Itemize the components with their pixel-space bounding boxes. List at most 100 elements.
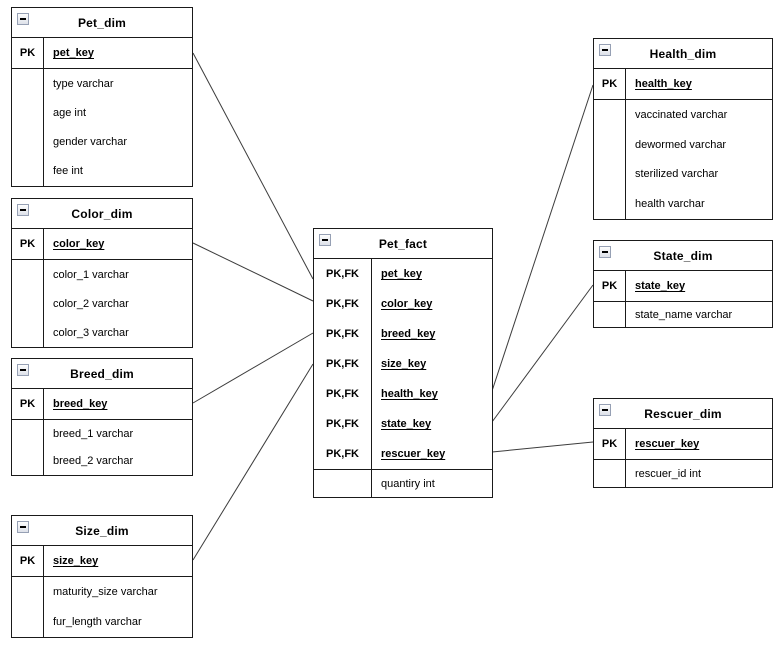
attr-field[interactable]: quantiry int: [381, 477, 435, 490]
key-field[interactable]: state_key: [635, 280, 686, 292]
table-header[interactable]: Pet_fact: [314, 229, 492, 259]
key-section: PK breed_key: [12, 389, 192, 420]
table-header[interactable]: Health_dim: [594, 39, 772, 69]
table-breed-dim[interactable]: Breed_dim PK breed_key breed_1 varchar b…: [11, 358, 193, 476]
key-field[interactable]: pet_key: [381, 268, 422, 280]
minus-glyph: [20, 18, 26, 20]
collapse-icon[interactable]: [599, 44, 611, 56]
collapse-icon[interactable]: [17, 364, 29, 376]
key-field[interactable]: state_key: [381, 418, 432, 430]
collapse-icon[interactable]: [599, 404, 611, 416]
collapse-icon[interactable]: [319, 234, 331, 246]
attr-section: color_1 varchar color_2 varchar color_3 …: [12, 260, 192, 347]
relationship-line-health-dim[interactable]: [491, 84, 594, 392]
attr-field[interactable]: fur_length varchar: [53, 616, 142, 628]
pk-column: PK: [12, 546, 44, 576]
attr-field[interactable]: color_1 varchar: [53, 268, 129, 281]
attr-field[interactable]: state_name varchar: [635, 308, 733, 321]
pk-tag: PK: [19, 555, 36, 567]
key-field[interactable]: size_key: [381, 358, 427, 370]
pk-column-spacer: [314, 470, 372, 497]
attr-field[interactable]: breed_2 varchar: [53, 455, 134, 468]
key-field[interactable]: color_key: [53, 238, 105, 250]
minus-glyph: [602, 251, 608, 253]
table-title: Rescuer_dim: [644, 406, 722, 421]
pk-tag: PK: [601, 438, 618, 450]
minus-glyph: [602, 49, 608, 51]
key-field[interactable]: health_key: [381, 388, 438, 400]
key-field[interactable]: breed_key: [381, 328, 436, 340]
table-header[interactable]: Size_dim: [12, 516, 192, 546]
attr-field[interactable]: health varchar: [635, 198, 705, 211]
key-field[interactable]: breed_key: [53, 398, 108, 410]
attr-section: type varchar age int gender varchar fee …: [12, 69, 192, 186]
table-title: Size_dim: [75, 523, 129, 538]
pk-tag: PK: [601, 280, 618, 292]
table-header[interactable]: Breed_dim: [12, 359, 192, 389]
table-title: Breed_dim: [70, 366, 134, 381]
relationship-line-breed-dim[interactable]: [192, 332, 314, 404]
pk-column: PK: [12, 229, 44, 259]
attr-field[interactable]: gender varchar: [53, 136, 127, 149]
pk-column-spacer: [12, 69, 44, 186]
attr-field[interactable]: rescuer_id int: [635, 467, 702, 480]
key-field[interactable]: color_key: [381, 298, 433, 310]
table-title: State_dim: [653, 248, 713, 263]
table-rescuer-dim[interactable]: Rescuer_dim PK rescuer_key rescuer_id in…: [593, 398, 773, 488]
collapse-icon[interactable]: [17, 13, 29, 25]
relationship-line-rescuer-dim[interactable]: [491, 441, 594, 453]
pk-column: PK: [12, 389, 44, 419]
attr-field[interactable]: color_2 varchar: [53, 297, 129, 310]
attr-field[interactable]: color_3 varchar: [53, 326, 129, 339]
attr-section: rescuer_id int: [594, 460, 772, 487]
pk-column: PK: [594, 429, 626, 459]
relationship-line-state-dim[interactable]: [491, 284, 594, 423]
key-field[interactable]: pet_key: [53, 47, 94, 59]
attr-field[interactable]: dewormed varchar: [635, 138, 727, 151]
pk-column-spacer: [594, 100, 626, 219]
attr-field[interactable]: breed_1 varchar: [53, 427, 134, 440]
pk-tag: PK: [19, 238, 36, 250]
pk-tag: PK: [19, 47, 36, 59]
pk-column-spacer: [12, 420, 44, 475]
table-header[interactable]: Color_dim: [12, 199, 192, 229]
pkfk-tag: PK,FK: [326, 388, 359, 400]
relationship-line-pet-dim[interactable]: [192, 52, 314, 280]
key-section: PK size_key: [12, 546, 192, 577]
attr-field[interactable]: age int: [53, 106, 87, 119]
pk-tag: PK: [19, 398, 36, 410]
relationship-line-color-dim[interactable]: [192, 242, 314, 302]
pkfk-tag: PK,FK: [326, 358, 359, 370]
attr-field[interactable]: fee int: [53, 165, 83, 178]
collapse-icon[interactable]: [17, 521, 29, 533]
pk-column-spacer: [594, 460, 626, 487]
table-pet-dim[interactable]: Pet_dim PK pet_key type varchar age int …: [11, 7, 193, 187]
table-health-dim[interactable]: Health_dim PK health_key vaccinated varc…: [593, 38, 773, 220]
collapse-icon[interactable]: [599, 246, 611, 258]
key-field[interactable]: health_key: [635, 78, 692, 90]
relationship-line-size-dim[interactable]: [192, 363, 314, 561]
pk-column-spacer: [12, 260, 44, 347]
table-pet-fact[interactable]: Pet_fact PK,FK PK,FK PK,FK PK,FK PK,FK P…: [313, 228, 493, 498]
key-section: PK pet_key: [12, 38, 192, 69]
minus-glyph: [322, 239, 328, 241]
table-header[interactable]: Pet_dim: [12, 8, 192, 38]
collapse-icon[interactable]: [17, 204, 29, 216]
key-field[interactable]: rescuer_key: [381, 448, 446, 460]
pk-tag: PK: [601, 78, 618, 90]
table-size-dim[interactable]: Size_dim PK size_key maturity_size varch…: [11, 515, 193, 638]
pkfk-tag: PK,FK: [326, 418, 359, 430]
attr-field[interactable]: type varchar: [53, 77, 114, 90]
key-field[interactable]: rescuer_key: [635, 438, 700, 450]
table-header[interactable]: State_dim: [594, 241, 772, 271]
attr-field[interactable]: sterilized varchar: [635, 168, 719, 181]
attr-field[interactable]: vaccinated varchar: [635, 108, 728, 121]
table-state-dim[interactable]: State_dim PK state_key state_name varcha…: [593, 240, 773, 328]
attr-field[interactable]: maturity_size varchar: [53, 586, 158, 598]
table-title: Pet_fact: [378, 236, 428, 251]
pkfk-tag: PK,FK: [326, 448, 359, 460]
table-header[interactable]: Rescuer_dim: [594, 399, 772, 429]
table-color-dim[interactable]: Color_dim PK color_key color_1 varchar c…: [11, 198, 193, 348]
key-field[interactable]: size_key: [53, 555, 99, 567]
